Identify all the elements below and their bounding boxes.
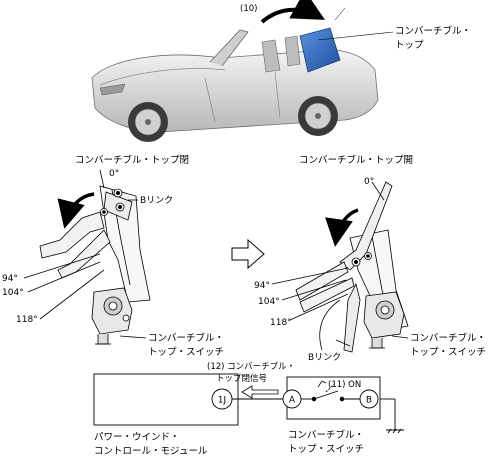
- convertible-top-callout-line1: コンバーチブル・: [395, 25, 471, 37]
- left-angle-94: 94°: [2, 274, 18, 284]
- left-angle-118: 118°: [16, 315, 38, 325]
- car-illustration: [91, 0, 379, 142]
- right-angle-0: 0°: [364, 177, 374, 187]
- circuit-switch-label-line1: コンバーチブル・: [288, 429, 364, 441]
- right-switch-label-line2: トップ・スイッチ: [410, 347, 486, 358]
- right-mechanism: [271, 181, 409, 353]
- terminal-1j: 1J: [211, 388, 233, 410]
- caption-top-closed: コンバーチブル・トップ閉: [75, 154, 189, 166]
- left-angle-104: 104°: [2, 288, 24, 298]
- svg-text:1J: 1J: [218, 396, 226, 406]
- right-angle-118: 118°: [270, 318, 292, 328]
- open-direction-arrow: [260, 0, 325, 24]
- transition-arrow: [231, 238, 265, 270]
- circuit-switch-label-line2: トップ・スイッチ: [288, 444, 364, 455]
- switch-on-label: (11) ON: [328, 380, 361, 390]
- left-switch-label-line2: トップ・スイッチ: [148, 347, 224, 358]
- right-angle-104: 104°: [258, 297, 280, 307]
- right-b-link-label: Bリンク: [308, 352, 341, 363]
- terminal-a: A: [282, 389, 302, 409]
- right-angle-94: 94°: [254, 281, 270, 291]
- left-angle-0: 0°: [109, 169, 119, 179]
- signal-label-line1: (12) コンバーチブル・: [207, 361, 295, 372]
- left-mechanism: [23, 169, 151, 345]
- signal-label-line2: トップ閉信号: [216, 373, 267, 384]
- front-wheel: [128, 102, 168, 142]
- caption-top-open: コンバーチブル・トップ開: [299, 154, 413, 166]
- svg-text:A: A: [289, 396, 296, 406]
- module-label-line2: コントロール・モジュール: [94, 446, 208, 457]
- terminal-b: B: [359, 389, 379, 409]
- right-switch-label-line1: コンバーチブル・: [410, 332, 486, 344]
- convertible-top-callout-line2: トップ: [395, 40, 424, 51]
- left-b-link-label: Bリンク: [140, 195, 173, 206]
- step-10-label: (10): [240, 4, 257, 14]
- left-switch-label-line1: コンバーチブル・: [148, 332, 224, 344]
- rear-wheel: [298, 96, 338, 136]
- svg-text:B: B: [366, 396, 372, 406]
- module-label-line1: パワー・ウインド・: [94, 432, 180, 443]
